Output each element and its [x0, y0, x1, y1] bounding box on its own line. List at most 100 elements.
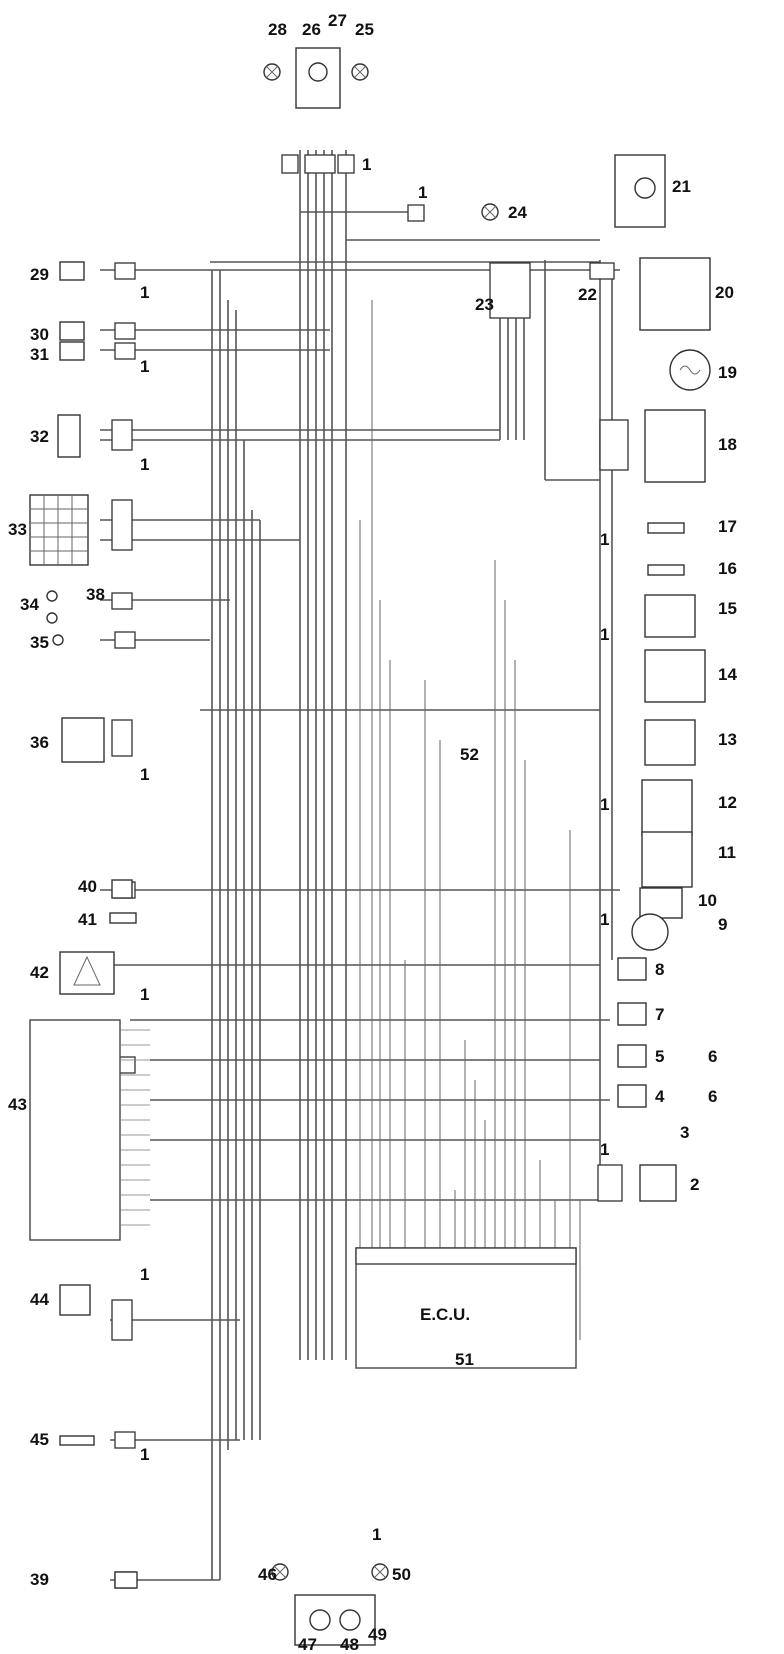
component-8	[617, 957, 647, 981]
component-13	[644, 719, 696, 766]
label-33: 33	[8, 520, 27, 539]
component-39	[114, 1571, 138, 1589]
label-32: 32	[30, 427, 49, 446]
component-10	[639, 887, 683, 919]
label-19: 19	[718, 363, 737, 382]
component-50	[371, 1563, 389, 1581]
component-31	[59, 341, 85, 361]
label-21: 21	[672, 177, 691, 196]
label-44: 44	[30, 1290, 49, 1309]
label-45: 45	[30, 1430, 49, 1449]
label-1-30: 1	[140, 357, 149, 376]
label-30: 30	[30, 325, 49, 344]
component-36	[61, 717, 105, 763]
component-12	[641, 779, 693, 836]
ecu-box	[355, 1247, 577, 1369]
component-19	[669, 349, 711, 391]
component-25	[351, 63, 369, 81]
label-1-right: 1	[600, 1140, 609, 1159]
label-1-15: 1	[600, 625, 609, 644]
label-2: 2	[690, 1175, 699, 1194]
labels: 28 26 27 25 1 1 24 21 22 20 23 19 18 17 …	[8, 11, 737, 1654]
left-connectors	[111, 262, 136, 1589]
label-24: 24	[508, 203, 527, 222]
component-40	[111, 879, 133, 899]
component-17	[647, 522, 685, 534]
label-51: 51	[455, 1350, 474, 1369]
label-1-29: 1	[140, 283, 149, 302]
label-8: 8	[655, 960, 664, 979]
label-1-44: 1	[140, 1265, 149, 1284]
label-6-a: 6	[708, 1047, 717, 1066]
left-components	[29, 261, 389, 1646]
label-41: 41	[78, 910, 97, 929]
component-7	[617, 1002, 647, 1026]
ecu-label: E.C.U.	[420, 1305, 470, 1324]
label-1-bottom: 1	[372, 1525, 381, 1544]
component-26-27	[295, 47, 341, 109]
label-39: 39	[30, 1570, 49, 1589]
label-38: 38	[86, 585, 105, 604]
label-13: 13	[718, 730, 737, 749]
label-47: 47	[298, 1635, 317, 1654]
label-28: 28	[268, 20, 287, 39]
label-27: 27	[328, 11, 347, 30]
component-41	[109, 912, 137, 924]
component-34-b	[46, 612, 58, 624]
label-1-12: 1	[600, 795, 609, 814]
label-34: 34	[20, 595, 39, 614]
component-24	[481, 203, 499, 221]
component-11	[641, 831, 693, 888]
label-17: 17	[718, 517, 737, 536]
label-1-42: 1	[140, 985, 149, 1004]
component-20	[639, 257, 711, 331]
top-components	[263, 47, 499, 222]
label-1-45: 1	[140, 1445, 149, 1464]
component-2	[639, 1164, 677, 1202]
dashboard-pins	[120, 1029, 150, 1226]
label-1-17: 1	[600, 530, 609, 549]
label-23: 23	[475, 295, 494, 314]
label-26: 26	[302, 20, 321, 39]
label-4: 4	[655, 1087, 665, 1106]
label-25: 25	[355, 20, 374, 39]
component-47-48-49	[294, 1594, 376, 1646]
label-22: 22	[578, 285, 597, 304]
component-42	[59, 951, 115, 995]
label-49: 49	[368, 1625, 387, 1644]
label-18: 18	[718, 435, 737, 454]
label-6-b: 6	[708, 1087, 717, 1106]
component-21	[614, 154, 666, 228]
label-10: 10	[698, 891, 717, 910]
component-43	[29, 1019, 121, 1241]
main-harness	[100, 150, 620, 1581]
component-9	[631, 913, 669, 951]
label-1-top-b: 1	[418, 183, 427, 202]
component-34-a	[46, 590, 58, 602]
component-22	[589, 262, 615, 280]
component-30	[59, 321, 85, 341]
label-46: 46	[258, 1565, 277, 1584]
component-5	[617, 1044, 647, 1068]
component-15	[644, 594, 696, 638]
component-35	[52, 634, 64, 646]
label-40: 40	[78, 877, 97, 896]
label-36: 36	[30, 733, 49, 752]
label-50: 50	[392, 1565, 411, 1584]
label-12: 12	[718, 793, 737, 812]
label-43: 43	[8, 1095, 27, 1114]
component-14	[644, 649, 706, 703]
label-48: 48	[340, 1635, 359, 1654]
label-11: 11	[718, 843, 736, 862]
label-31: 31	[30, 345, 49, 364]
label-29: 29	[30, 265, 49, 284]
label-3: 3	[680, 1123, 689, 1142]
component-4	[617, 1084, 647, 1108]
label-1-9: 1	[600, 910, 609, 929]
label-5: 5	[655, 1047, 664, 1066]
label-9: 9	[718, 915, 727, 934]
component-32	[57, 414, 81, 458]
label-1-36: 1	[140, 765, 149, 784]
label-7: 7	[655, 1005, 664, 1024]
